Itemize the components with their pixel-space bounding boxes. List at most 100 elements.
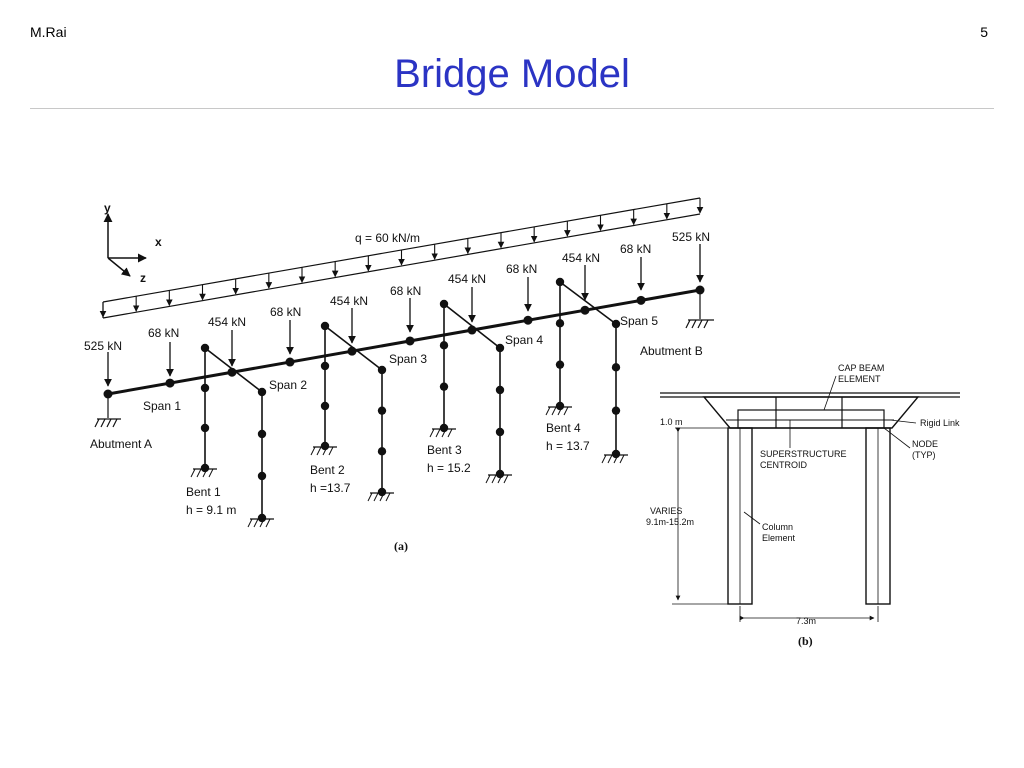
bent-4-height: h = 13.7 (546, 439, 590, 453)
column-node (611, 319, 621, 329)
span-5-label: Span 5 (620, 314, 658, 328)
support-hatch (202, 468, 208, 478)
column-node (200, 423, 210, 433)
deck-node (285, 357, 295, 367)
column-node (439, 341, 449, 350)
bent-4-name: Bent 4 (546, 421, 581, 435)
author-label: M.Rai (30, 24, 67, 40)
deck-node (467, 325, 477, 335)
column-leader (743, 511, 761, 525)
column-node (320, 361, 330, 371)
rigid-link-label: Rigid Link (920, 418, 960, 428)
span-2-label: Span 2 (269, 378, 307, 392)
support-hatch (503, 474, 509, 484)
column-node (257, 387, 267, 397)
axis-x-label: x (155, 235, 162, 249)
column-node (439, 423, 449, 433)
support-hatch (557, 406, 563, 416)
deck-node (347, 346, 357, 356)
coordinate-axes (103, 213, 147, 277)
figure-b (660, 375, 960, 622)
column-node (611, 406, 621, 415)
support-hatch (485, 474, 491, 484)
column-node (257, 471, 267, 481)
support-hatch (208, 468, 214, 478)
abutment-a-node (103, 389, 113, 399)
span-3-label: Span 3 (389, 352, 427, 366)
deck-nodes (165, 295, 646, 388)
support-hatch (316, 446, 322, 456)
deck-node (636, 295, 646, 305)
support-hatch (619, 454, 625, 464)
figure-b-labels: CAP BEAM ELEMENT 1.0 m Rigid Link NODE (… (646, 363, 960, 648)
point-load-arrows (104, 244, 704, 387)
span-5-load: 68 kN (620, 242, 651, 256)
support-hatch (190, 468, 196, 478)
distributed-load-arrows (99, 198, 704, 318)
column-node (555, 360, 565, 369)
column-node (320, 321, 330, 331)
bent-2-name: Bent 2 (310, 463, 345, 477)
cap-beam-element (737, 409, 885, 429)
span-4-label: Span 4 (505, 333, 543, 347)
figure-b-caption: (b) (798, 634, 813, 648)
support-hatch (441, 428, 447, 438)
depth-label: 1.0 m (660, 417, 683, 427)
column-node (257, 429, 267, 439)
abutment-b-label: Abutment B (640, 344, 703, 358)
span-1-load: 68 kN (148, 326, 179, 340)
support-hatch (322, 446, 328, 456)
box-girder (702, 396, 920, 429)
bent-1-height: h = 9.1 m (186, 503, 236, 517)
support-hatch (196, 468, 202, 478)
column-node (611, 363, 621, 372)
abutment-a-load: 525 kN (84, 339, 122, 353)
support-hatch (247, 518, 253, 528)
node-label-line2: (TYP) (912, 450, 936, 460)
support-hatch (545, 406, 551, 416)
axis-y-label: y (104, 201, 111, 215)
abutment-a-label: Abutment A (90, 437, 152, 451)
column-node (495, 385, 505, 395)
slide-title: Bridge Model (394, 52, 630, 96)
column-node (377, 406, 387, 415)
deck-node (580, 305, 590, 315)
varies-label-line1: VARIES (650, 506, 682, 516)
support-hatch (253, 518, 259, 528)
bent-1-load: 454 kN (208, 315, 246, 329)
column-label-line2: Element (762, 533, 796, 543)
column-node (377, 365, 387, 375)
support-hatch (310, 446, 316, 456)
centroid-label-line2: CENTROID (760, 460, 808, 470)
cap-beam-label-line2: ELEMENT (838, 374, 881, 384)
varies-label-line2: 9.1m-15.2m (646, 517, 694, 527)
column-node (555, 277, 565, 287)
abutment-b-support (685, 290, 714, 329)
bent-3-load: 454 kN (448, 272, 486, 286)
support-hatch (607, 454, 613, 464)
bent-4 (545, 277, 628, 464)
support-hatch (601, 454, 607, 464)
support-hatch (379, 492, 385, 502)
support-hatch (491, 474, 497, 484)
column-node (439, 299, 449, 309)
support-hatch (265, 518, 271, 528)
figure-a-caption: (a) (394, 539, 408, 553)
column-node (439, 382, 449, 391)
column-node (320, 401, 330, 411)
bent-1-name: Bent 1 (186, 485, 221, 499)
support-hatch (435, 428, 441, 438)
support-hatch (259, 518, 265, 528)
column-node (495, 469, 505, 479)
support-hatch (373, 492, 379, 502)
rigid-link-leader (889, 419, 917, 424)
column-node (611, 449, 621, 459)
support-hatch (563, 406, 569, 416)
support-hatch (497, 474, 503, 484)
deck-line (107, 288, 701, 396)
column-node (257, 513, 267, 523)
column-node (495, 427, 505, 437)
bent-3-name: Bent 3 (427, 443, 462, 457)
deck-node (165, 378, 175, 388)
